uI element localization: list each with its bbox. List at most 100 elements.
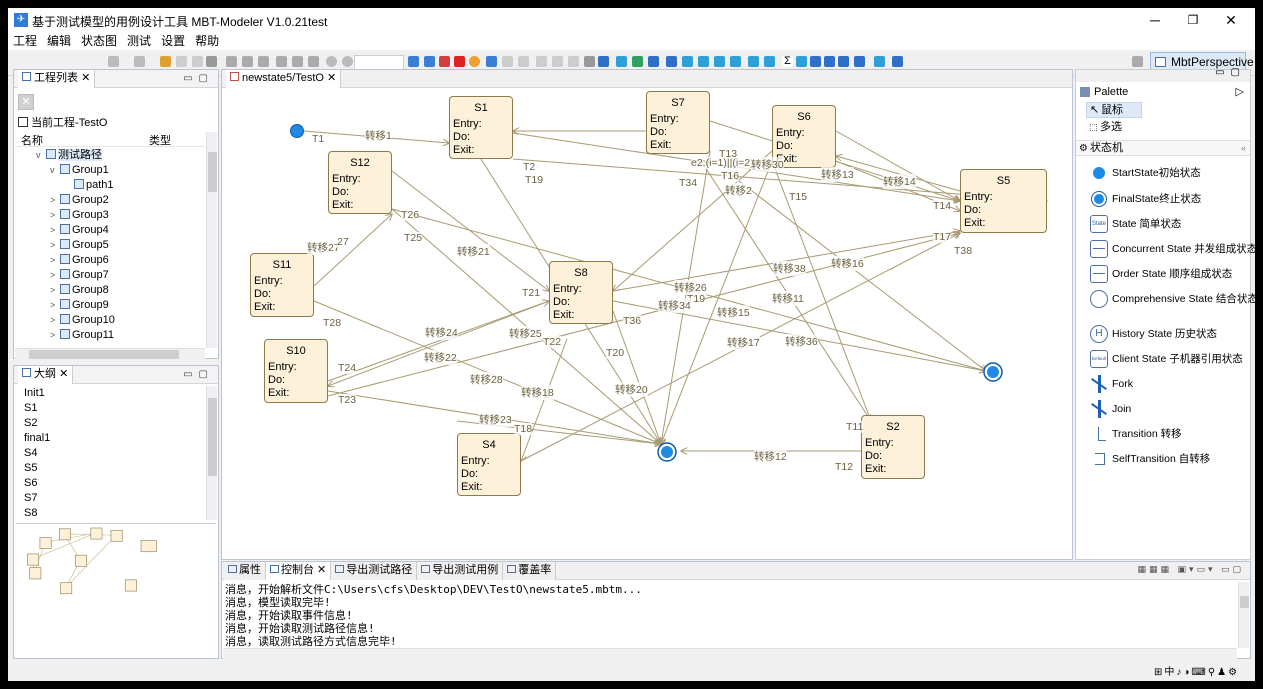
menu-test[interactable]: 测试 <box>127 34 152 48</box>
transition-label[interactable]: 转移20 <box>615 382 648 397</box>
tree-item[interactable]: >Group6 <box>18 253 204 268</box>
transition-label[interactable]: T11 <box>846 421 864 433</box>
remove-button[interactable]: ✕ <box>18 94 34 110</box>
transition-edge[interactable] <box>512 158 1047 201</box>
transition-edge[interactable] <box>835 130 960 201</box>
cut-icon[interactable] <box>568 56 579 67</box>
palette-item[interactable]: StartState初始状态 <box>1076 164 1252 182</box>
transition-edge[interactable] <box>391 170 549 291</box>
tree-item[interactable]: >Group3 <box>18 208 204 223</box>
tree-item[interactable]: >Group4 <box>18 223 204 238</box>
expand-icon[interactable]: > <box>50 270 56 280</box>
transition-label[interactable]: T23 <box>338 394 357 406</box>
transition-label[interactable]: T19 <box>687 293 706 305</box>
tool-icon[interactable] <box>160 56 171 67</box>
zoom-in-icon[interactable] <box>326 56 337 67</box>
tool-icon[interactable] <box>810 56 821 67</box>
expand-icon[interactable]: > <box>50 285 56 295</box>
palette-item[interactable]: Join <box>1076 400 1252 418</box>
transition-label[interactable]: 转移27 <box>307 240 340 255</box>
close-icon[interactable]: ✕ <box>327 72 337 84</box>
minimize-maximize-icon[interactable]: ▭▢ <box>183 73 214 84</box>
transition-label[interactable]: 转移36 <box>785 334 818 349</box>
transition-label[interactable]: T21 <box>522 287 541 299</box>
expand-icon[interactable]: > <box>50 330 56 340</box>
undo-icon[interactable] <box>108 56 119 67</box>
tool-icon[interactable] <box>616 56 627 67</box>
tree-item[interactable]: path1 <box>18 178 204 193</box>
layout-icon[interactable] <box>276 56 287 67</box>
transition-label[interactable]: T18 <box>514 423 533 435</box>
layout-icon[interactable] <box>226 56 237 67</box>
menu-settings[interactable]: 设置 <box>161 34 186 48</box>
transition-label[interactable]: T25 <box>404 232 423 244</box>
transition-edge[interactable] <box>725 170 986 371</box>
menu-edit[interactable]: 编辑 <box>47 34 72 48</box>
tab-diagram[interactable]: newstate5/TestO ✕ <box>226 70 342 88</box>
transition-label[interactable]: 转移11 <box>772 291 804 306</box>
tree-item[interactable]: >Group8 <box>18 283 204 298</box>
transition-label[interactable]: T19 <box>525 174 544 186</box>
outline-item[interactable]: Init1 <box>24 387 45 399</box>
sigma-icon[interactable]: Σ <box>782 56 793 67</box>
outline-item[interactable]: S4 <box>24 447 38 459</box>
open-perspective-icon[interactable] <box>1132 56 1143 67</box>
checkbox-icon[interactable] <box>18 117 28 127</box>
transition-edge[interactable] <box>328 300 550 386</box>
transition-label[interactable]: 转移18 <box>521 385 554 400</box>
transition-label[interactable]: 转移22 <box>424 350 457 365</box>
gear-icon[interactable] <box>824 56 835 67</box>
transition-label[interactable]: 转移1 <box>365 128 392 143</box>
close-icon[interactable]: ✕ <box>314 564 327 576</box>
transition-label[interactable]: T36 <box>623 315 642 327</box>
expand-icon[interactable]: > <box>50 255 56 265</box>
expand-icon[interactable]: v <box>50 165 55 175</box>
tool-icon[interactable] <box>796 56 807 67</box>
tool-icon[interactable] <box>714 56 725 67</box>
new-icon[interactable] <box>408 56 419 67</box>
palette-item[interactable]: Order State 顺序组成状态 <box>1076 265 1252 283</box>
transition-label[interactable]: 转移2 <box>725 183 752 198</box>
column-type[interactable]: 类型 <box>149 135 171 147</box>
collapse-icon[interactable]: « <box>1240 143 1246 153</box>
palette-item[interactable]: Transition 转移 <box>1076 425 1252 443</box>
transition-label[interactable]: 转移28 <box>470 372 503 387</box>
tool-icon[interactable] <box>854 56 865 67</box>
final-state-node-inner[interactable] <box>661 446 673 458</box>
transition-label[interactable]: 转移30 <box>751 157 784 172</box>
initial-state-node[interactable] <box>290 124 304 138</box>
tab-coverage[interactable]: 覆盖率 <box>503 562 557 580</box>
tool-icon[interactable] <box>192 56 203 67</box>
tool-icon[interactable] <box>598 56 609 67</box>
layout-icon[interactable] <box>292 56 303 67</box>
final-state-node-inner[interactable] <box>987 366 999 378</box>
outline-item[interactable]: S5 <box>24 462 38 474</box>
tab-outline[interactable]: 大纲 ✕ <box>18 366 74 384</box>
transition-label[interactable]: T26 <box>401 209 420 221</box>
tree-vscrollbar[interactable] <box>206 132 217 348</box>
expand-icon[interactable]: > <box>50 315 56 325</box>
save-icon[interactable] <box>439 56 450 67</box>
palette-item[interactable]: FinalState终止状态 <box>1076 190 1252 208</box>
zoom-combo[interactable] <box>354 55 404 70</box>
transition-edge[interactable] <box>613 150 773 291</box>
transition-label[interactable]: T34 <box>679 177 698 189</box>
menu-project[interactable]: 工程 <box>13 34 38 48</box>
palette-item[interactable]: Concurrent State 并发组成状态 <box>1076 240 1255 258</box>
transition-label[interactable]: 转移34 <box>658 298 691 313</box>
tab-properties[interactable]: 属性 <box>224 562 266 580</box>
tree-item[interactable]: >Group2 <box>18 193 204 208</box>
console-hscrollbar[interactable] <box>223 648 1237 659</box>
minimize-button[interactable]: ─ <box>1150 12 1160 28</box>
delete-icon[interactable] <box>206 56 217 67</box>
tool-icon[interactable] <box>730 56 741 67</box>
layout-icon[interactable] <box>308 56 319 67</box>
transition-label[interactable]: 转移38 <box>773 261 806 276</box>
expand-icon[interactable]: > <box>50 240 56 250</box>
